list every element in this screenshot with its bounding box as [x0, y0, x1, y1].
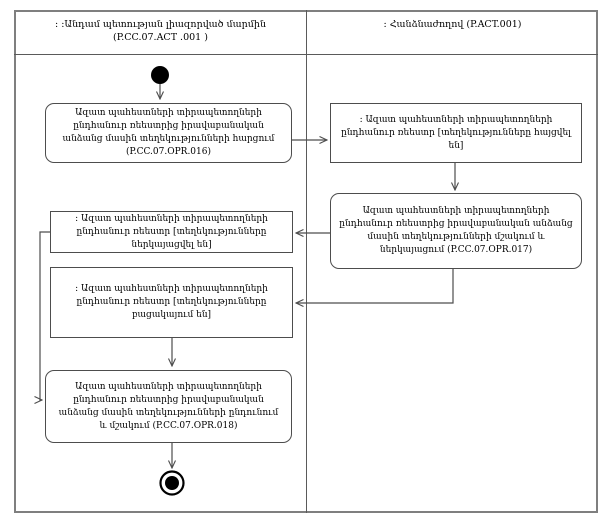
action-node-opr016: Ազատ պահեստների տիրապետողների ընդհանուր … — [45, 103, 292, 163]
action-node-opr018: Ազատ պահեստների տիրապետողների ընդհանուր … — [45, 370, 292, 443]
lane-divider — [306, 10, 307, 513]
object-node-registry-absent-label: : Ազատ պահեստների տիրապետողների ընդհանու… — [75, 284, 268, 320]
object-node-registry-presented: : Ազատ պահեստների տիրապետողների ընդհանու… — [50, 211, 293, 253]
object-node-registry-requested: : Ազատ պահեստների տիրապետողների ընդհանու… — [330, 103, 582, 163]
object-node-registry-requested-label: : Ազատ պահեստների տիրապետողների ընդհանու… — [341, 114, 571, 151]
lane-left-title: : :Անդամ պետության լիազորված մարմին — [55, 19, 266, 30]
action-node-opr017-label: Ազատ պահեստների տիրապետողների ընդհանուր … — [339, 206, 573, 255]
action-node-opr018-label: Ազատ պահեստների տիրապետողների ընդհանուր … — [58, 381, 279, 431]
action-node-opr016-label: Ազատ պահեստների տիրապետողների ընդհանուր … — [62, 108, 275, 157]
object-node-registry-presented-label: : Ազատ պահեստների տիրապետողների ընդհանու… — [75, 213, 268, 250]
lane-right-title: : Հանձնաժողով (P.ACT.001) — [383, 19, 522, 30]
object-node-registry-absent: : Ազատ պահեստների տիրապետողների ընդհանու… — [50, 267, 293, 338]
lane-header-member-state: : :Անդամ պետության լիազորված մարմին (P.C… — [16, 11, 305, 53]
action-node-opr017: Ազատ պահեստների տիրապետողների ընդհանուր … — [330, 193, 582, 269]
lane-header-commission: : Հանձնաժողով (P.ACT.001) — [309, 11, 596, 53]
header-separator — [14, 54, 598, 55]
lane-left-code: (P.CC.07.ACT .001 ) — [113, 32, 208, 43]
